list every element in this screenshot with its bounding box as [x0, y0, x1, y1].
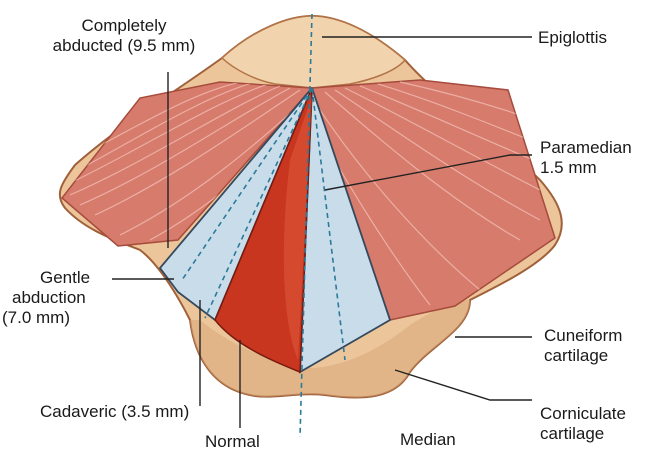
label-gentle-abduction: Gentle abduction (7.0 mm): [2, 268, 90, 328]
label-normal: Normal: [205, 432, 260, 452]
label-cadaveric: Cadaveric (3.5 mm): [40, 402, 189, 422]
label-corniculate: Corniculate cartilage: [540, 404, 626, 444]
label-corniculate-line2: cartilage: [540, 424, 626, 444]
label-gentle-abduction-line3: (7.0 mm): [2, 308, 90, 328]
label-cuneiform: Cuneiform cartilage: [544, 326, 622, 366]
label-paramedian-line2: 1.5 mm: [540, 158, 632, 178]
label-cuneiform-line2: cartilage: [544, 346, 622, 366]
label-completely-abducted-line1: Completely: [12, 16, 236, 36]
label-gentle-abduction-line1: Gentle: [2, 268, 90, 288]
leader-corniculate: [395, 370, 532, 400]
label-paramedian-line1: Paramedian: [540, 138, 632, 158]
label-completely-abducted: Completely abducted (9.5 mm): [12, 16, 236, 56]
label-cuneiform-line1: Cuneiform: [544, 326, 622, 346]
label-corniculate-line1: Corniculate: [540, 404, 626, 424]
label-paramedian: Paramedian 1.5 mm: [540, 138, 632, 178]
label-median: Median: [400, 430, 456, 450]
label-gentle-abduction-line2: abduction: [2, 288, 90, 308]
label-epiglottis: Epiglottis: [538, 28, 607, 48]
label-completely-abducted-line2: abducted (9.5 mm): [12, 36, 236, 56]
